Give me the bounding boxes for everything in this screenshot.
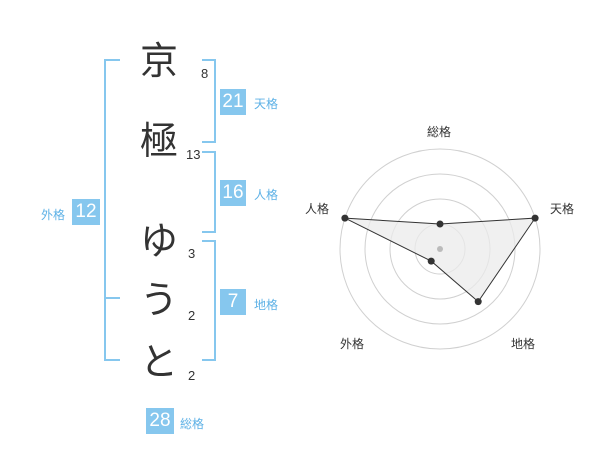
radar-axis-label-chikaku: 地格 (511, 337, 536, 351)
gaikaku-label: 外格 (41, 208, 66, 222)
gaikaku-bracket (104, 59, 120, 361)
radar-grid-ring (364, 173, 516, 325)
soukaku-label: 総格 (180, 417, 205, 431)
radar-point-1 (436, 220, 444, 228)
stroke-count-4: 2 (188, 308, 196, 323)
radar-series-area (344, 217, 537, 303)
radar-point-3 (474, 298, 482, 306)
tenkaku-bracket (202, 59, 216, 143)
gaikaku-value-badge: 12 (72, 199, 100, 225)
jinkaku-bracket (202, 151, 216, 233)
soukaku-value-badge: 28 (146, 408, 174, 434)
radar-axis-label-jinkaku: 人格 (305, 202, 330, 216)
stroke-count-3: 3 (188, 246, 196, 261)
chikaku-value-badge: 7 (220, 289, 246, 315)
name-char-5: と (140, 340, 179, 384)
tenkaku-label: 天格 (254, 97, 279, 111)
radar-point-2 (531, 214, 539, 222)
radar-grid-ring (339, 148, 541, 350)
radar-point-5 (341, 214, 349, 222)
name-char-2: 極 (140, 119, 179, 163)
chikaku-bracket (202, 240, 216, 361)
jinkaku-value-badge: 16 (220, 180, 246, 206)
radar-axis-label-tenkaku: 天格 (550, 202, 575, 216)
radar-point-4 (427, 257, 435, 265)
stroke-count-2: 13 (186, 147, 201, 162)
radar-axis-label-gaikaku: 外格 (340, 337, 365, 351)
name-char-1: 京 (140, 39, 179, 83)
chikaku-label: 地格 (254, 298, 279, 312)
bracket-tick (106, 297, 120, 299)
stroke-count-1: 8 (201, 66, 209, 81)
name-char-4: う (140, 278, 179, 322)
stroke-count-5: 2 (188, 368, 196, 383)
jinkaku-label: 人格 (254, 188, 279, 202)
radar-center-dot (437, 246, 443, 252)
name-char-3: ゆ (140, 219, 179, 263)
tenkaku-value-badge: 21 (220, 89, 246, 115)
radar-axis-label-soukaku: 総格 (427, 125, 452, 139)
